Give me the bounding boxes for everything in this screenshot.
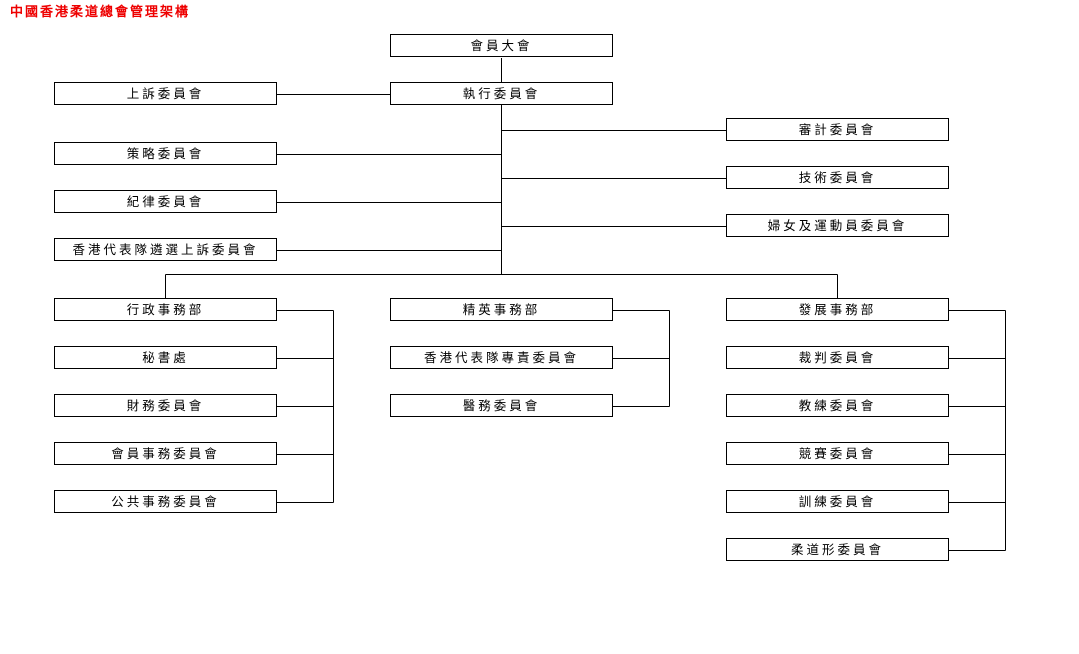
node-coaching-committee: 教練委員會	[726, 394, 949, 417]
node-audit-committee: 審計委員會	[726, 118, 949, 141]
node-strategy-committee: 策略委員會	[54, 142, 277, 165]
node-membership-committee: 會員事務委員會	[54, 442, 277, 465]
node-women-athletes-committee: 婦女及運動員委員會	[726, 214, 949, 237]
node-development-department: 發展事務部	[726, 298, 949, 321]
node-appeals-committee: 上訴委員會	[54, 82, 277, 105]
node-referee-committee: 裁判委員會	[726, 346, 949, 369]
node-elite-department: 精英事務部	[390, 298, 613, 321]
node-finance-committee: 財務委員會	[54, 394, 277, 417]
page-title: 中國香港柔道總會管理架構	[10, 5, 191, 20]
node-competition-committee: 競賽委員會	[726, 442, 949, 465]
node-discipline-committee: 紀律委員會	[54, 190, 277, 213]
node-general-meeting: 會員大會	[390, 34, 613, 57]
node-admin-department: 行政事務部	[54, 298, 277, 321]
node-public-affairs-committee: 公共事務委員會	[54, 490, 277, 513]
node-secretariat: 秘書處	[54, 346, 277, 369]
node-technical-committee: 技術委員會	[726, 166, 949, 189]
node-team-selection-appeals-committee: 香港代表隊遴選上訴委員會	[54, 238, 277, 261]
node-executive-committee: 執行委員會	[390, 82, 613, 105]
node-kata-committee: 柔道形委員會	[726, 538, 949, 561]
node-training-committee: 訓練委員會	[726, 490, 949, 513]
node-team-special-committee: 香港代表隊專責委員會	[390, 346, 613, 369]
node-medical-committee: 醫務委員會	[390, 394, 613, 417]
